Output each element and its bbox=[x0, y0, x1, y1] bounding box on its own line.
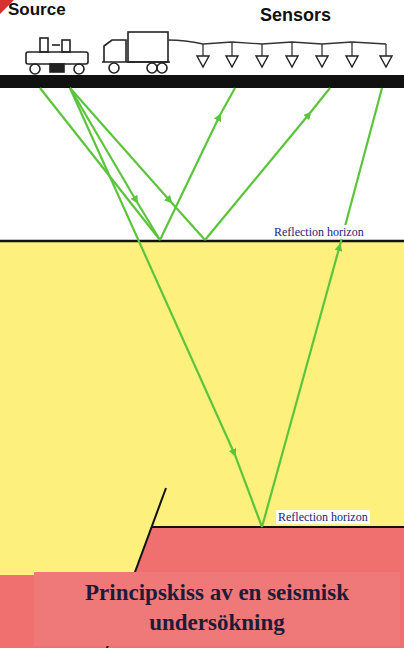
horizon-label: Reflection horizon bbox=[272, 225, 366, 239]
sensor-symbol bbox=[197, 56, 392, 67]
source-label: Source bbox=[6, 0, 68, 20]
sensors-label: Sensors bbox=[258, 5, 333, 27]
source-vehicle bbox=[26, 38, 88, 74]
yellow-layer bbox=[0, 241, 404, 648]
sensor-cable bbox=[168, 40, 386, 56]
recording-truck bbox=[102, 32, 170, 73]
seismic-ray bbox=[40, 88, 382, 527]
horizon-line bbox=[152, 526, 404, 528]
caption-text: Principskiss av en seismisk undersökning bbox=[42, 578, 392, 638]
ground-surface bbox=[0, 75, 404, 88]
caption-box: Principskiss av en seismisk undersökning bbox=[34, 572, 400, 646]
horizon-line bbox=[0, 240, 404, 243]
horizon-label: Reflection horizon bbox=[276, 510, 370, 524]
